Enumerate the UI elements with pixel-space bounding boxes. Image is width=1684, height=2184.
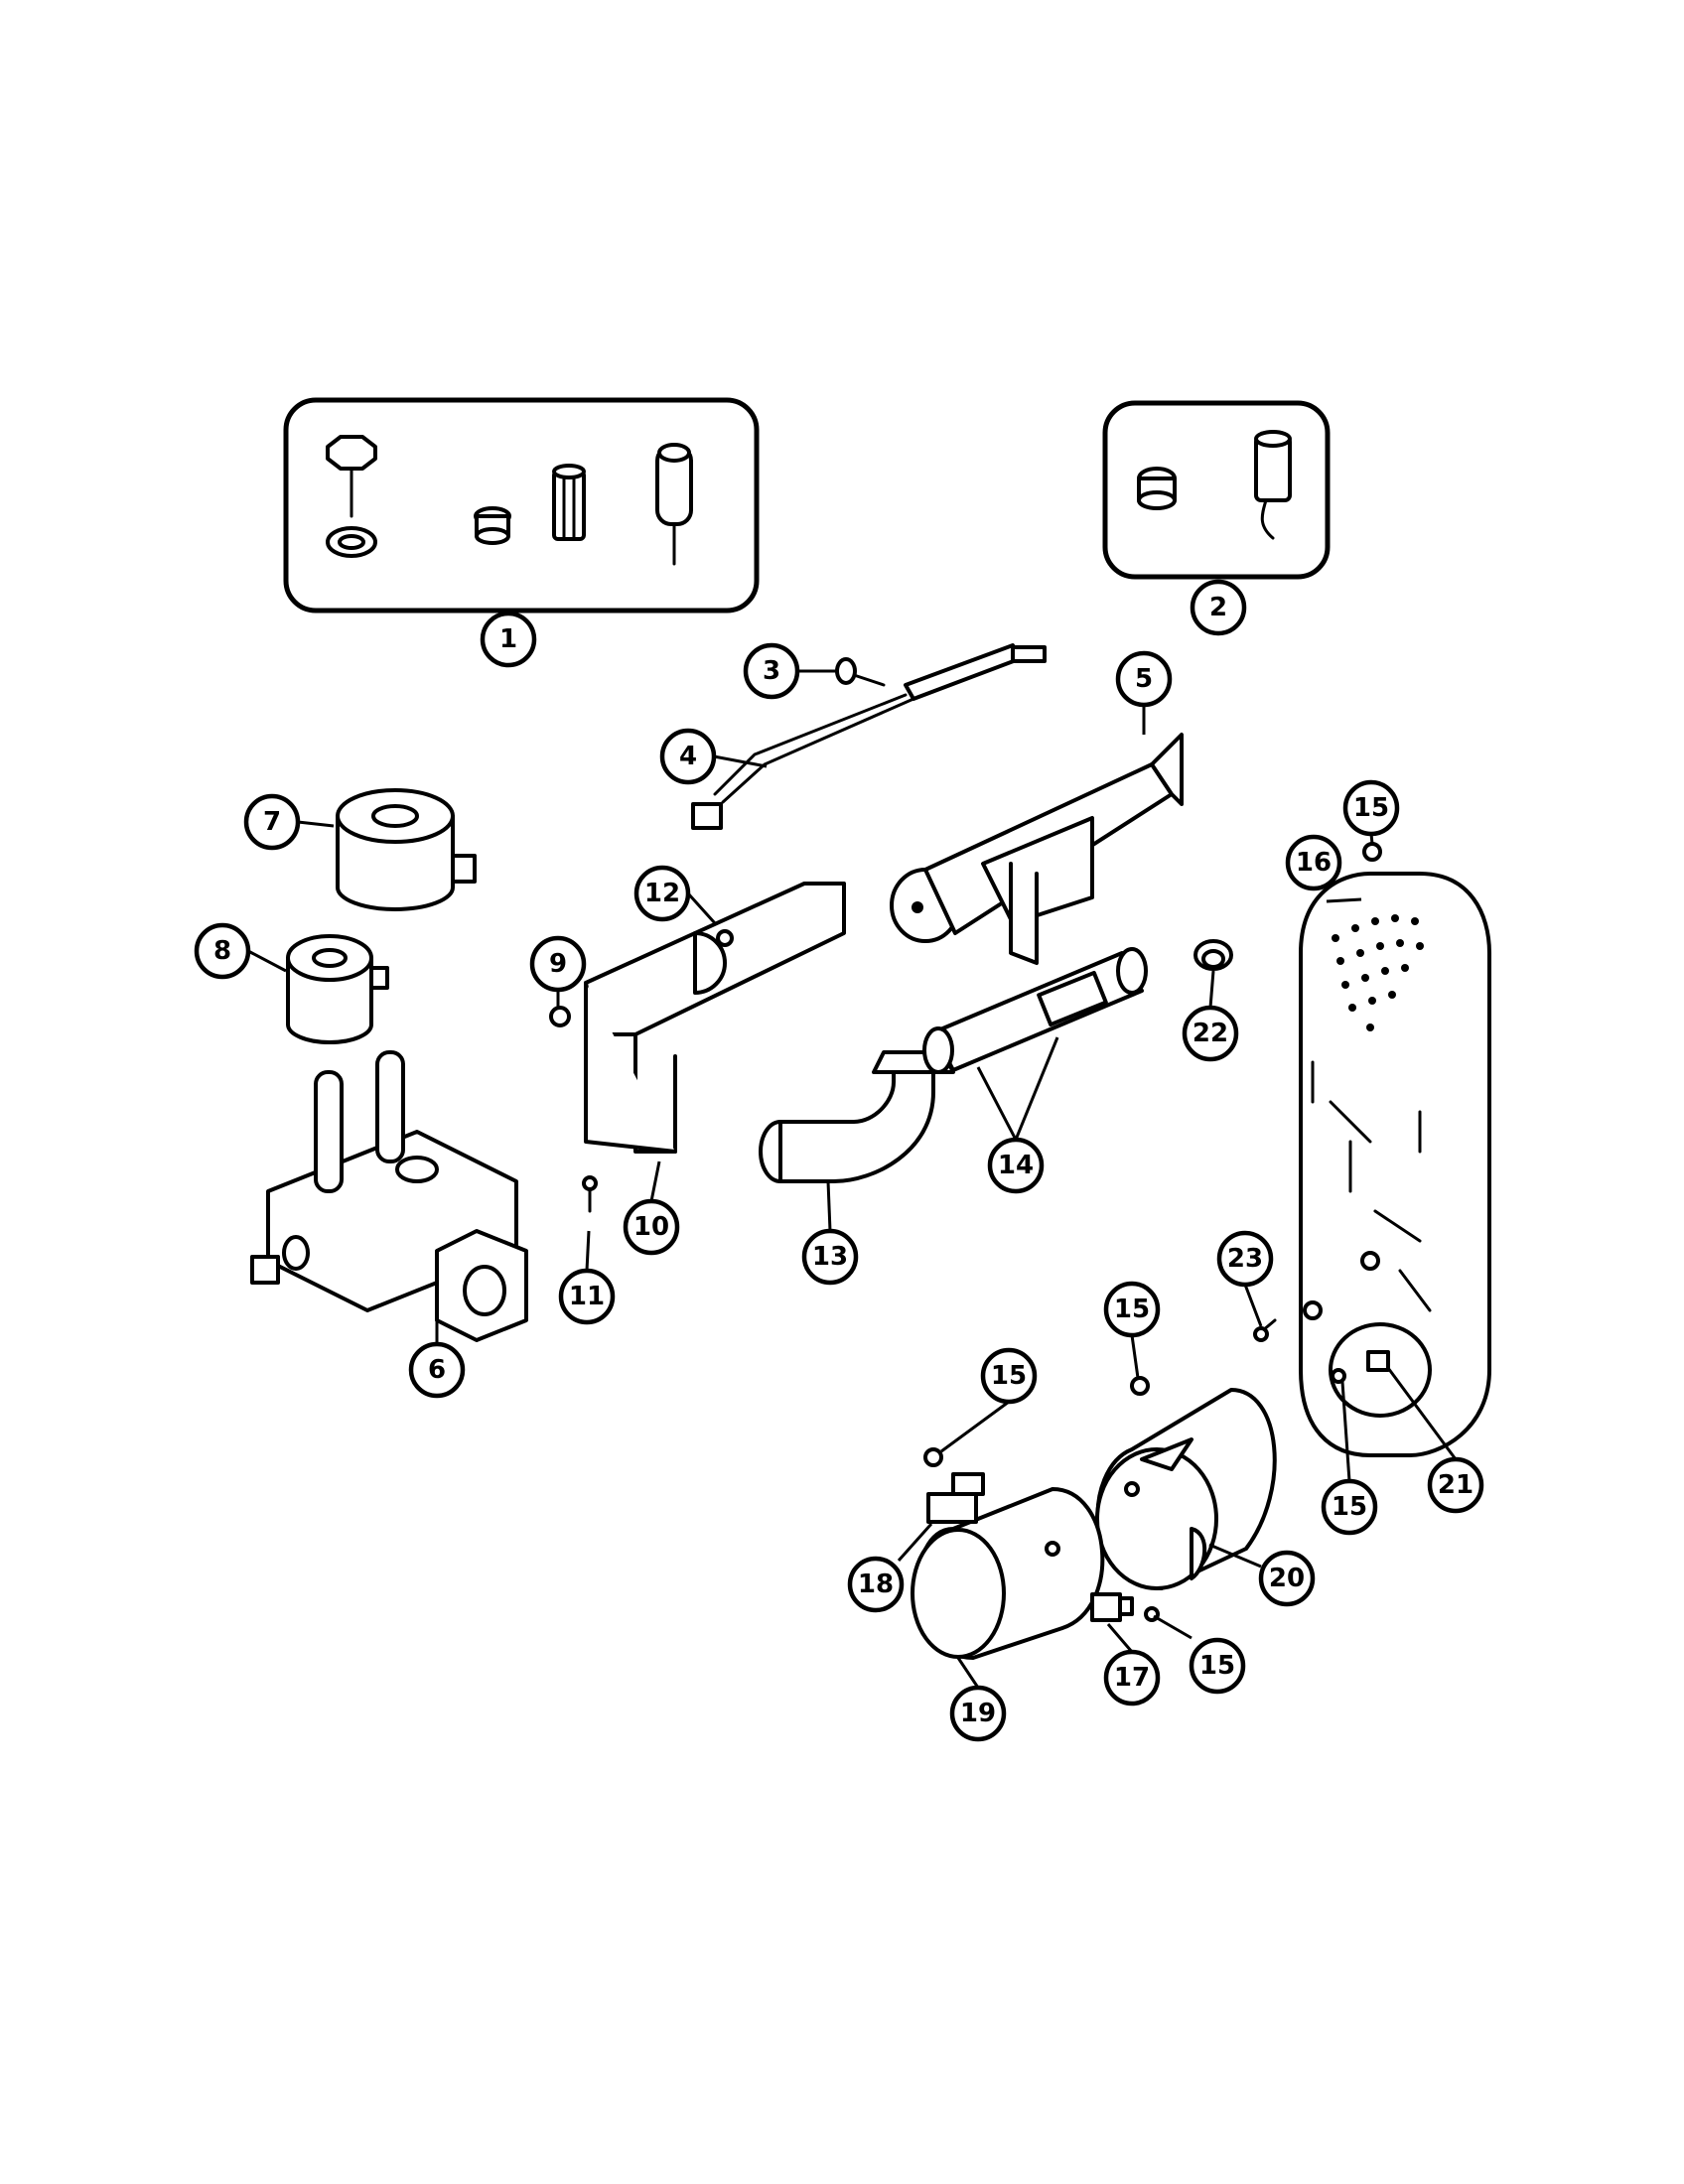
callout-label: 16 [1296, 848, 1332, 878]
callout-16: 16 [1285, 834, 1342, 891]
part-4-igniter [691, 643, 1047, 830]
callout-12: 12 [633, 865, 691, 922]
part-15-screw [923, 842, 1382, 1622]
vent-holes [1332, 914, 1424, 1031]
callout-22: 22 [1182, 1005, 1239, 1062]
callout-label: 17 [1114, 1663, 1150, 1693]
callout-8: 8 [194, 922, 251, 980]
part-12-screw [716, 929, 734, 947]
part-10-bracket [584, 882, 846, 1154]
callout-label: 8 [213, 936, 231, 966]
part-5-burner [890, 733, 1184, 965]
callout-23: 23 [1216, 1230, 1274, 1288]
callout-1: 1 [480, 611, 537, 668]
callout-21: 21 [1427, 1456, 1484, 1514]
callout-label: 5 [1135, 664, 1153, 694]
callout-15: 15 [980, 1347, 1038, 1405]
callout-label: 15 [1199, 1651, 1235, 1681]
callout-label: 7 [263, 807, 281, 837]
part-14-pipe [922, 947, 1148, 1074]
callout-label: 10 [633, 1212, 669, 1242]
callout-label: 15 [991, 1361, 1027, 1391]
callout-4: 4 [659, 728, 717, 785]
callout-9: 9 [529, 935, 587, 993]
callout-3: 3 [743, 642, 800, 700]
part-17-switch [1090, 1592, 1134, 1622]
callout-label: 20 [1269, 1564, 1305, 1593]
callout-label: 22 [1193, 1019, 1228, 1048]
part-11-screw [582, 1175, 598, 1213]
callout-5: 5 [1115, 650, 1173, 708]
callout-6: 6 [408, 1341, 466, 1399]
part-9-screw [549, 1006, 571, 1027]
callout-label: 3 [763, 656, 780, 686]
callout-17: 17 [1103, 1649, 1161, 1706]
part-7-coil [336, 788, 477, 911]
callout-label: 19 [960, 1699, 996, 1728]
callout-label: 12 [644, 879, 680, 908]
callout-7: 7 [243, 793, 301, 851]
part-20-housing [1095, 1388, 1277, 1590]
callout-15: 15 [1103, 1281, 1161, 1338]
part-6-gas-valve [250, 1050, 528, 1342]
callout-19: 19 [949, 1685, 1007, 1742]
callout-label: 14 [998, 1151, 1034, 1180]
callout-10: 10 [623, 1198, 680, 1256]
part-16-heater-plate [1299, 872, 1491, 1457]
callout-20: 20 [1258, 1550, 1316, 1607]
callout-label: 18 [858, 1570, 894, 1599]
callout-label: 15 [1332, 1492, 1367, 1522]
part-19-cylinder [911, 1487, 1105, 1660]
callout-label: 15 [1114, 1295, 1150, 1324]
callout-label: 6 [428, 1355, 446, 1385]
leader-lines [247, 669, 1458, 1689]
callout-label: 9 [549, 949, 567, 979]
callout-label: 4 [679, 742, 697, 771]
callout-15: 15 [1189, 1637, 1246, 1695]
callout-label: 13 [812, 1242, 848, 1272]
callout-label: 21 [1438, 1470, 1474, 1500]
part-8-coil [286, 934, 389, 1044]
callout-15: 15 [1342, 779, 1400, 837]
part-22-plug [1193, 939, 1233, 971]
callout-15: 15 [1321, 1478, 1378, 1536]
part-18-switch [926, 1472, 985, 1524]
part-1-conversion-kit [283, 397, 760, 614]
part-23-screw [1253, 1318, 1277, 1342]
part-2-orifice-kit [1102, 400, 1331, 580]
part-3-screw [835, 657, 886, 687]
callout-label: 11 [569, 1282, 605, 1311]
callout-13: 13 [801, 1228, 859, 1286]
callout-label: 15 [1353, 793, 1389, 823]
callout-11: 11 [558, 1268, 616, 1325]
callout-18: 18 [847, 1556, 905, 1613]
callout-label: 1 [499, 624, 517, 654]
callout-label: 2 [1209, 593, 1227, 622]
callout-14: 14 [987, 1137, 1045, 1194]
callout-2: 2 [1190, 579, 1247, 636]
part-13-elbow [759, 1050, 955, 1183]
callout-label: 23 [1227, 1244, 1263, 1274]
